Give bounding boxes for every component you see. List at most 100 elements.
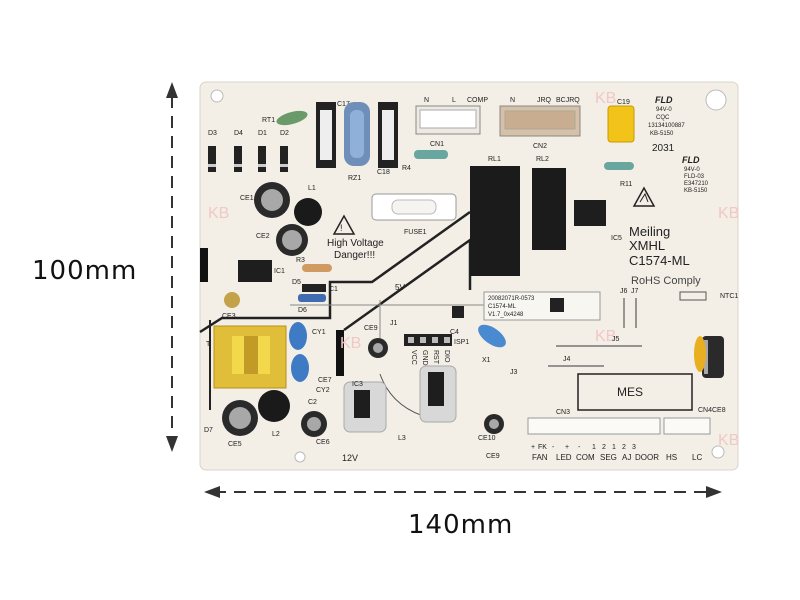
svg-text:Danger!!!: Danger!!! (334, 250, 375, 261)
pcb-board: KB KB KB KB KB KB RT1 C17 RZ1 C18 N L (199, 81, 739, 471)
svg-text:Meiling: Meiling (629, 224, 670, 239)
svg-text:-: - (552, 444, 555, 451)
svg-text:CE5: CE5 (228, 441, 242, 448)
chip-ic4 (419, 365, 457, 423)
bottom-pin-labels-row-1: + FK - + - 1 2 1 2 3 (531, 444, 636, 451)
svg-text:VCC: VCC (410, 350, 417, 365)
watermark: KB (340, 335, 361, 352)
capacitor-ce5: CE5 D7 (204, 400, 258, 448)
height-dimension-label: 100mm (32, 256, 138, 286)
capacitor-cy1: CY1 (289, 322, 326, 350)
svg-text:IC3: IC3 (352, 381, 363, 388)
svg-text:94V-0: 94V-0 (656, 107, 672, 113)
svg-text:R3: R3 (296, 257, 305, 264)
svg-text:L: L (452, 97, 456, 104)
svg-text:DIO: DIO (443, 350, 450, 363)
diode-d5: C1 (302, 284, 338, 293)
crystal-x1: X1 (478, 324, 506, 364)
svg-text:FLD-03: FLD-03 (684, 174, 705, 180)
transformer-t: T (206, 325, 287, 389)
chip-ic5: IC5 (574, 200, 622, 242)
svg-text:RL1: RL1 (488, 156, 501, 163)
fuse-fuse1: FUSE1 (371, 193, 457, 236)
resistor-r4: R4 (402, 150, 448, 172)
svg-text:FLD: FLD (655, 95, 673, 105)
diode-d4: D4 (234, 130, 243, 172)
watermark: KB (718, 205, 739, 222)
connector-cn3: CN3 (527, 409, 661, 435)
svg-text:!: ! (340, 223, 343, 233)
svg-text:D4: D4 (234, 130, 243, 137)
svg-text:NTC1: NTC1 (720, 293, 738, 300)
svg-text:IC5: IC5 (611, 235, 622, 242)
svg-text:JRQ: JRQ (537, 97, 552, 104)
mes-box: MES (577, 373, 693, 411)
svg-text:R11: R11 (620, 181, 632, 188)
capacitor-ce10: CE10 (478, 414, 504, 442)
svg-text:DOOR: DOOR (635, 453, 659, 462)
label-j4: J4 (563, 356, 571, 363)
svg-text:3: 3 (632, 444, 636, 451)
svg-text:D3: D3 (208, 130, 217, 137)
svg-text:FK: FK (538, 444, 547, 451)
svg-text:COMP: COMP (467, 97, 488, 104)
svg-text:COM: COM (576, 453, 595, 462)
svg-text:E347210: E347210 (684, 181, 709, 187)
svg-text:20082071R-0573: 20082071R-0573 (488, 296, 535, 302)
svg-text:RZ1: RZ1 (348, 175, 361, 182)
svg-text:D2: D2 (280, 130, 289, 137)
svg-text:FUSE1: FUSE1 (404, 229, 427, 236)
svg-text:CN4: CN4 (698, 407, 712, 414)
svg-text:FAN: FAN (532, 453, 548, 462)
watermark: KB (595, 328, 616, 345)
chip-ic1: IC1 (238, 260, 285, 282)
svg-text:CE9: CE9 (364, 325, 378, 332)
svg-text:CY2: CY2 (316, 387, 330, 394)
varistor-rz1: RZ1 (344, 102, 370, 182)
label-l3: L3 (398, 435, 406, 442)
width-dimension-arrow (204, 486, 722, 498)
svg-text:CE8: CE8 (712, 407, 726, 414)
svg-text:L1: L1 (308, 185, 316, 192)
svg-text:C17: C17 (337, 101, 350, 108)
svg-text:R4: R4 (402, 165, 411, 172)
svg-text:SEG: SEG (600, 453, 617, 462)
watermark: KB (718, 432, 739, 449)
connector-cn2: CN2 (499, 105, 581, 150)
label-c2: C2 (308, 399, 317, 406)
resistor-r11: R11 (604, 162, 634, 188)
svg-text:N: N (510, 97, 515, 104)
resistor-r3: R3 (296, 257, 332, 272)
svg-text:94V-0: 94V-0 (684, 167, 700, 173)
svg-text:HS: HS (666, 453, 677, 462)
capacitor-c4: C4 (450, 306, 464, 336)
isp-header: ISP1 VCC GND RST DIO (404, 334, 469, 366)
svg-text:2: 2 (602, 444, 606, 451)
svg-text:D6: D6 (298, 307, 307, 314)
label-j1: J1 (390, 320, 398, 327)
svg-text:LED: LED (556, 453, 572, 462)
capacitor-ce6: CE6 (301, 411, 330, 446)
svg-text:GND: GND (421, 350, 428, 366)
svg-text:XMHL: XMHL (629, 238, 665, 253)
svg-text:FLD: FLD (682, 155, 700, 165)
diode-d1: D1 (258, 130, 267, 172)
svg-text:CN3: CN3 (556, 409, 570, 416)
label-j3: J3 (510, 369, 518, 376)
relay-rl1: RL1 (470, 156, 520, 276)
label-12v: 12V (342, 453, 358, 463)
capacitor-c19: C19 (607, 99, 635, 143)
svg-text:ISP1: ISP1 (454, 339, 469, 346)
svg-text:C4: C4 (450, 329, 459, 336)
inductor-l1: L1 (294, 185, 322, 226)
inductor-l2: L2 (258, 390, 290, 438)
svg-text:RL2: RL2 (536, 156, 549, 163)
svg-text:D5: D5 (292, 279, 301, 286)
label-j6: J6 (620, 288, 628, 295)
svg-text:C1: C1 (329, 286, 338, 293)
capacitor-c18: C18 (377, 102, 398, 176)
label-ce7: CE7 (318, 377, 332, 384)
svg-text:X1: X1 (482, 357, 491, 364)
svg-text:N: N (424, 97, 429, 104)
